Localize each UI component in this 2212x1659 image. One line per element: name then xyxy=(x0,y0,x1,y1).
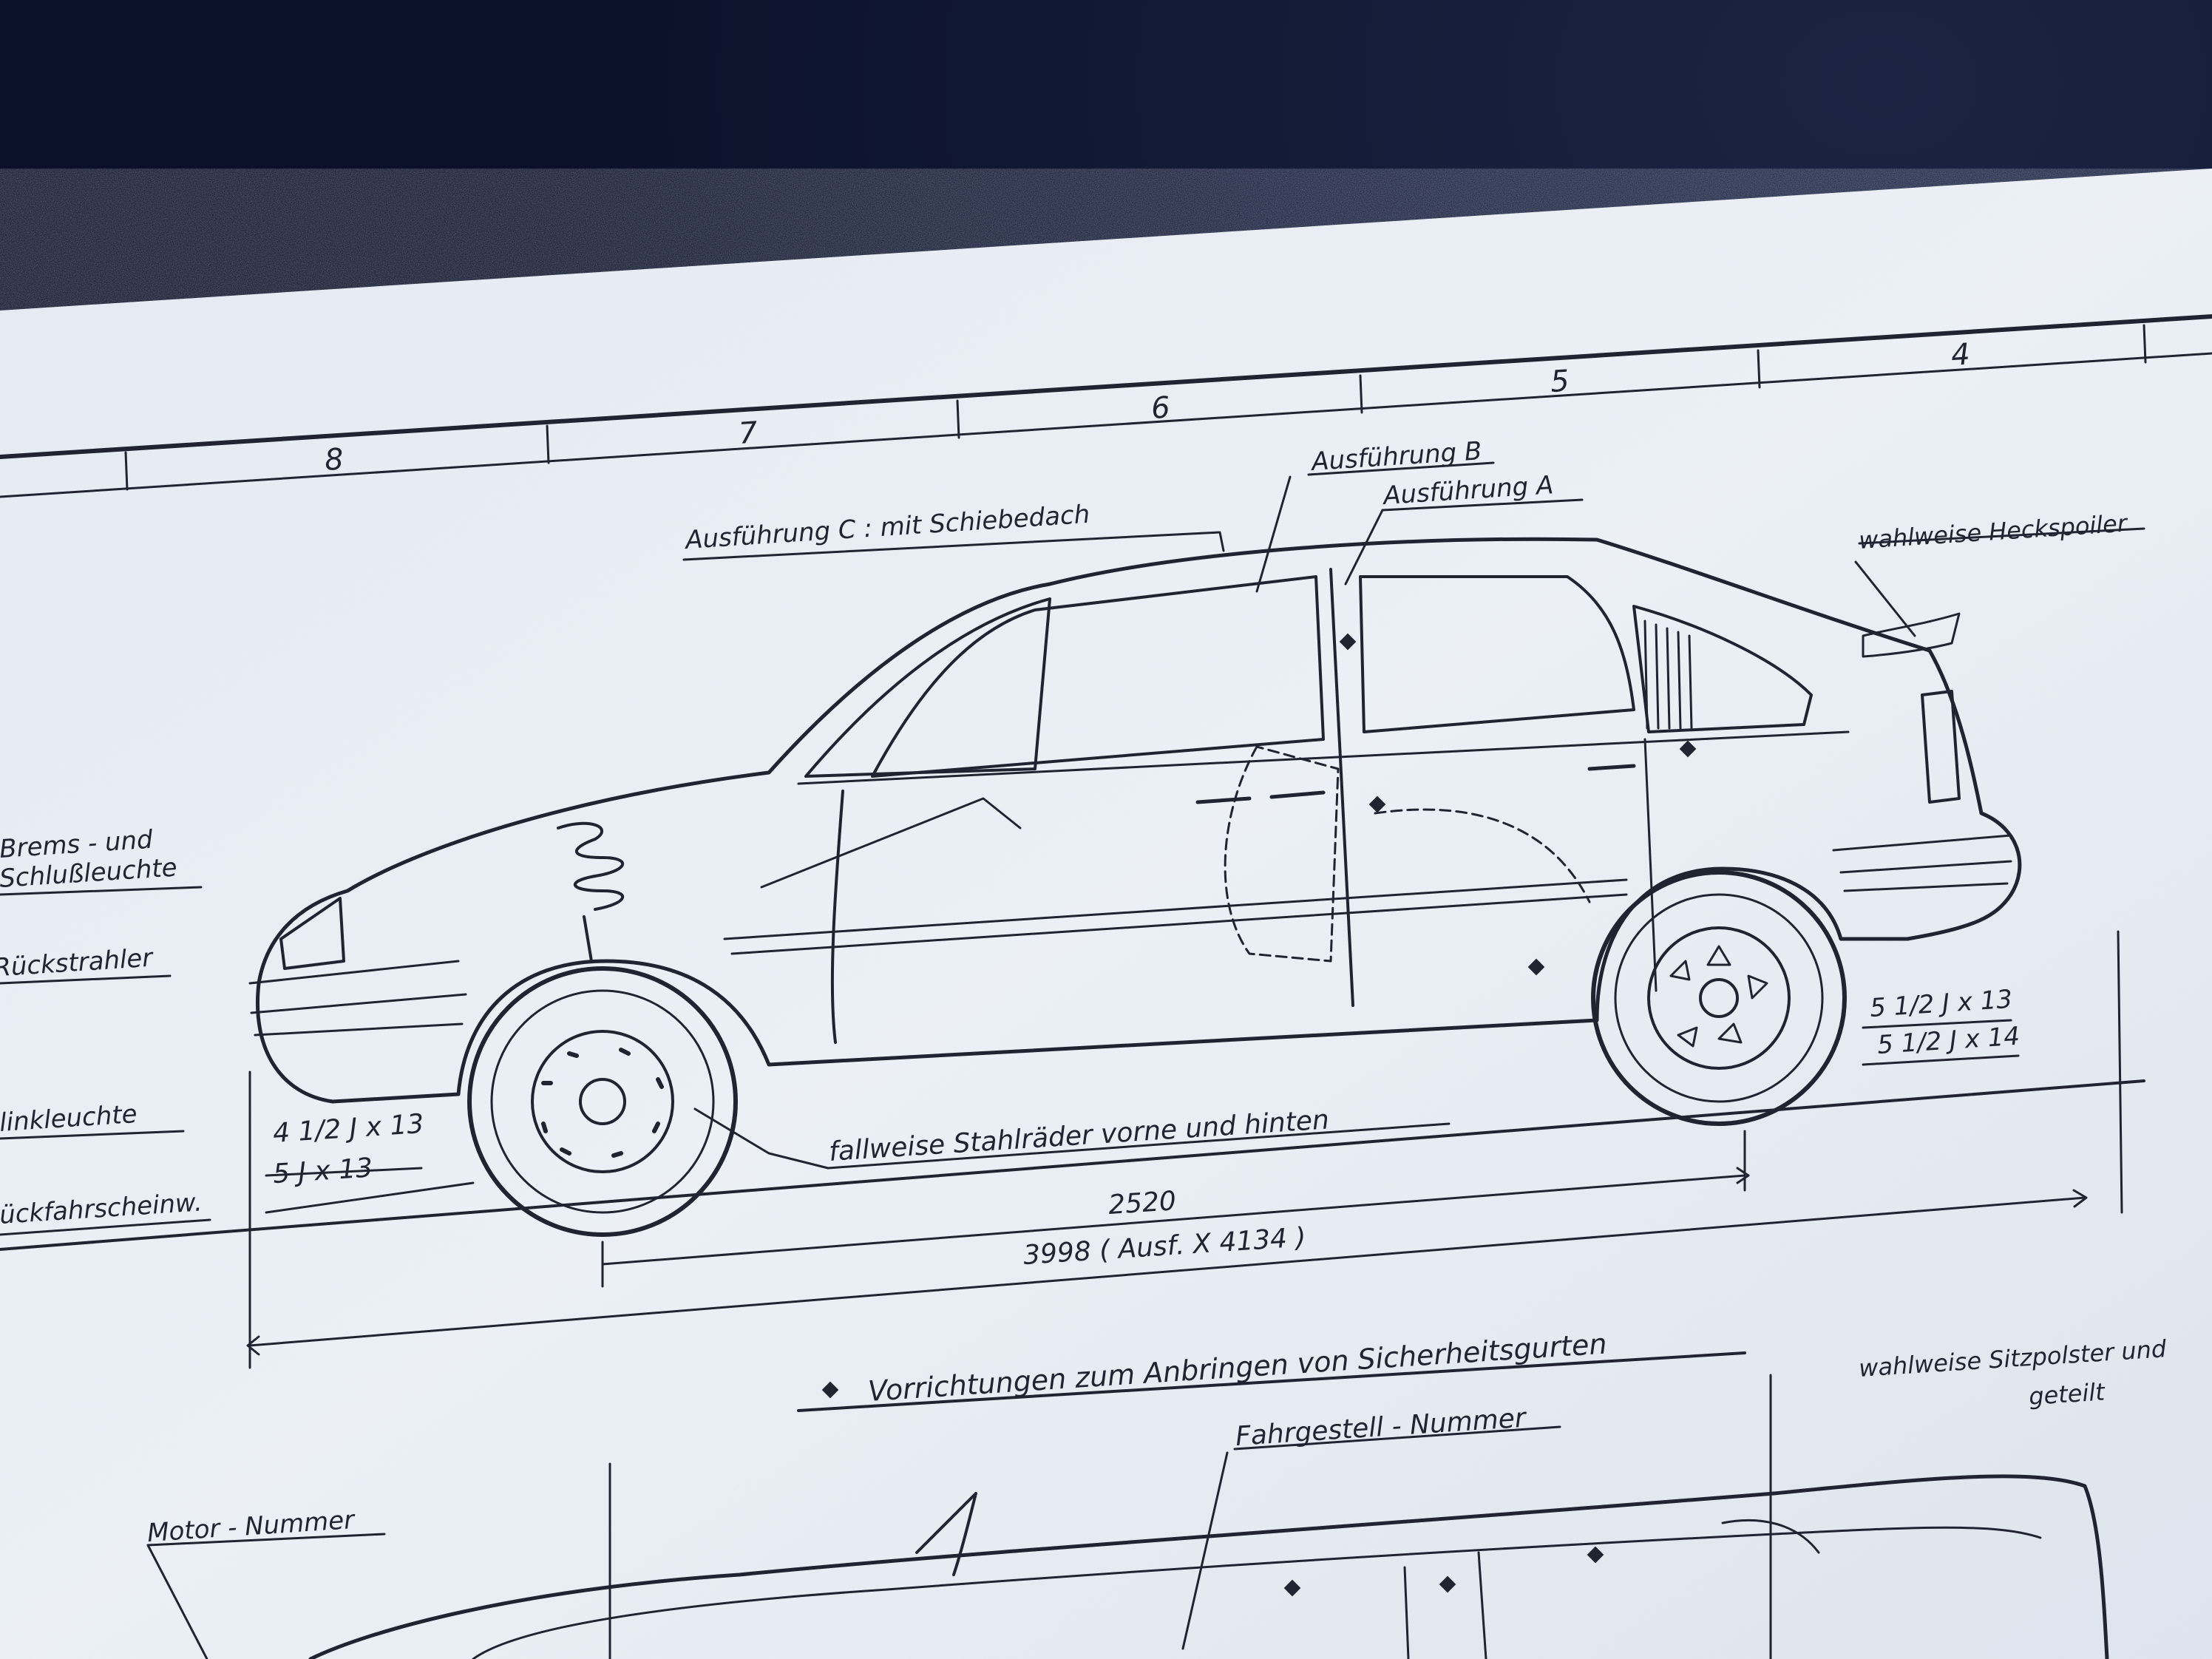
rear-seat xyxy=(1374,808,1591,903)
grid-number-4: 4 xyxy=(1950,337,1971,373)
grid-number-7: 7 xyxy=(738,415,759,451)
rear-quarter-window xyxy=(1632,605,1813,733)
windshield xyxy=(804,597,1051,778)
ground-line xyxy=(0,1079,2145,1251)
leader-variant-c xyxy=(682,531,1225,561)
rear-door-seam xyxy=(1643,738,1658,992)
frame-tick-3 xyxy=(956,399,960,439)
label-front-rim-2: 5 J x 13 xyxy=(272,1153,373,1190)
front-suspension-spring xyxy=(557,821,625,963)
rear-wheel xyxy=(1591,870,1847,1126)
rear-bumper xyxy=(1832,834,2012,892)
beltline xyxy=(797,730,1850,785)
frame-border-top xyxy=(0,314,2212,459)
front-seat xyxy=(1224,745,1340,963)
leader-variant-b xyxy=(1255,461,1495,593)
leader-engine xyxy=(146,1533,386,1659)
headlight xyxy=(279,897,345,970)
dimension-extension-lines xyxy=(248,930,2123,1369)
side-molding xyxy=(723,878,1628,955)
front-wheel xyxy=(467,966,738,1237)
rear-door-window xyxy=(1359,575,1635,733)
window-louvres xyxy=(1643,620,1693,730)
leader-spoiler xyxy=(1854,527,2145,637)
belt-anchor-markers xyxy=(821,633,1697,1597)
second-car-outline xyxy=(308,1474,2109,1659)
grid-number-6: 6 xyxy=(1150,390,1171,426)
leader-steel-wheels xyxy=(693,1107,1451,1170)
second-car-inner xyxy=(472,1526,2042,1659)
leader-variant-a xyxy=(1344,498,1584,586)
tail-light xyxy=(1921,690,1961,804)
wheelbase-dimension-line xyxy=(601,1167,1750,1266)
label-wheelbase: 2520 xyxy=(1107,1186,1177,1221)
frame-tick-5 xyxy=(1757,349,1761,389)
frame-tick-6 xyxy=(2143,324,2147,364)
leader-belt-anchors xyxy=(797,1351,1746,1412)
length-dimension-line xyxy=(246,1189,2088,1356)
second-car-mirror xyxy=(915,1492,977,1576)
door-handles xyxy=(1195,764,1636,804)
leader-chassis xyxy=(1181,1425,1561,1650)
front-door-seam xyxy=(830,790,844,1044)
vertical-ref-line xyxy=(608,1374,1772,1659)
frame-tick-2 xyxy=(546,424,550,464)
second-car-details xyxy=(1403,1519,1820,1659)
leader-rear-rims xyxy=(1862,1019,2020,1066)
frame-tick-4 xyxy=(1359,374,1363,414)
steering-column xyxy=(760,797,1022,889)
b-pillar xyxy=(1329,568,1354,1007)
front-bumper xyxy=(248,960,467,1037)
frame-tick-1 xyxy=(124,451,129,491)
frame-border-inner xyxy=(0,352,2212,498)
front-door-window xyxy=(871,575,1325,778)
label-seat-cushion-2: geteilt xyxy=(2028,1377,2106,1411)
leader-left-labels xyxy=(0,886,211,1236)
rear-spoiler xyxy=(1862,612,1961,658)
leader-front-rims xyxy=(265,1167,475,1214)
car-body-outline xyxy=(256,537,2022,1104)
grid-number-8: 8 xyxy=(324,442,345,478)
grid-number-5: 5 xyxy=(1550,364,1570,399)
